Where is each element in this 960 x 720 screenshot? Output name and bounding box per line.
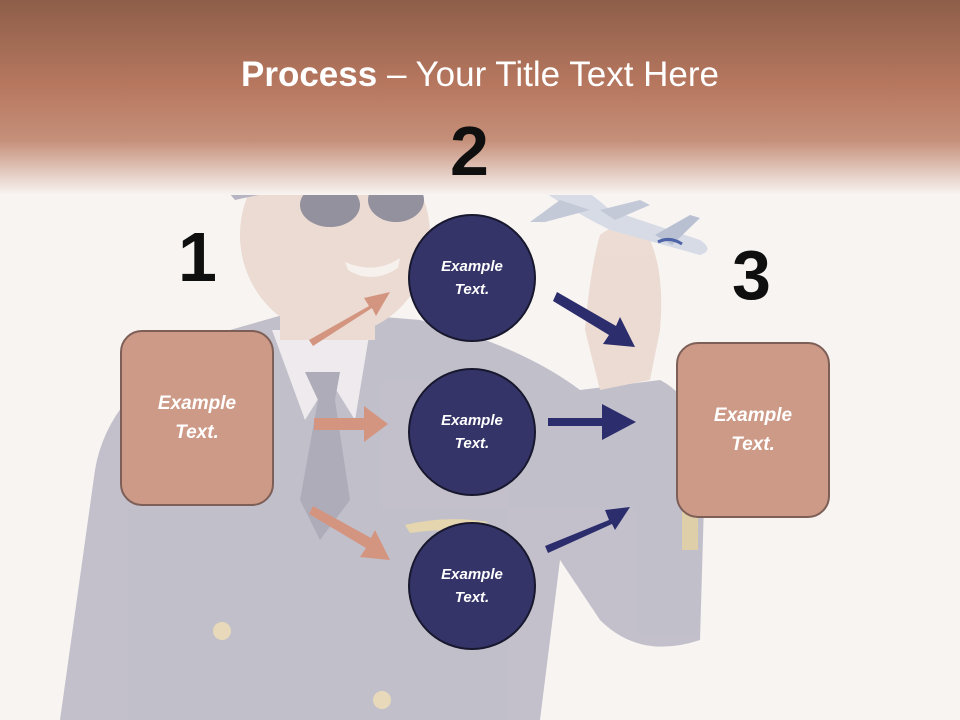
- circle-middle-text: Example Text.: [441, 412, 503, 452]
- arrow-up-right-salmon: [309, 292, 390, 346]
- arrow-right-salmon: [314, 406, 388, 442]
- step-2-circle-bottom: Example Text.: [408, 522, 536, 650]
- step-3-text: Example Text.: [713, 405, 793, 455]
- salmon-arrows: [309, 292, 390, 560]
- step-number-2: 2: [450, 112, 489, 190]
- step-3-box: Example Text.: [676, 342, 830, 518]
- step-1-box: Example Text.: [120, 330, 274, 506]
- arrow-up-right-navy: [545, 507, 630, 553]
- arrow-right-navy: [548, 404, 636, 440]
- title-bold: Process: [241, 55, 378, 94]
- step-2-circle-top: Example Text.: [408, 214, 536, 342]
- step-number-3: 3: [732, 236, 771, 314]
- circle-top-text: Example Text.: [441, 258, 503, 298]
- step-2-circle-middle: Example Text.: [408, 368, 536, 496]
- step-number-1: 1: [178, 218, 217, 296]
- navy-arrows: [545, 292, 636, 553]
- circle-bottom-text: Example Text.: [441, 566, 503, 606]
- arrow-down-right-salmon: [309, 506, 390, 560]
- title-rest: – Your Title Text Here: [377, 55, 719, 94]
- step-1-text: Example Text.: [157, 393, 237, 443]
- arrow-down-right-navy: [553, 292, 635, 347]
- slide-title: Process – Your Title Text Here: [0, 54, 960, 96]
